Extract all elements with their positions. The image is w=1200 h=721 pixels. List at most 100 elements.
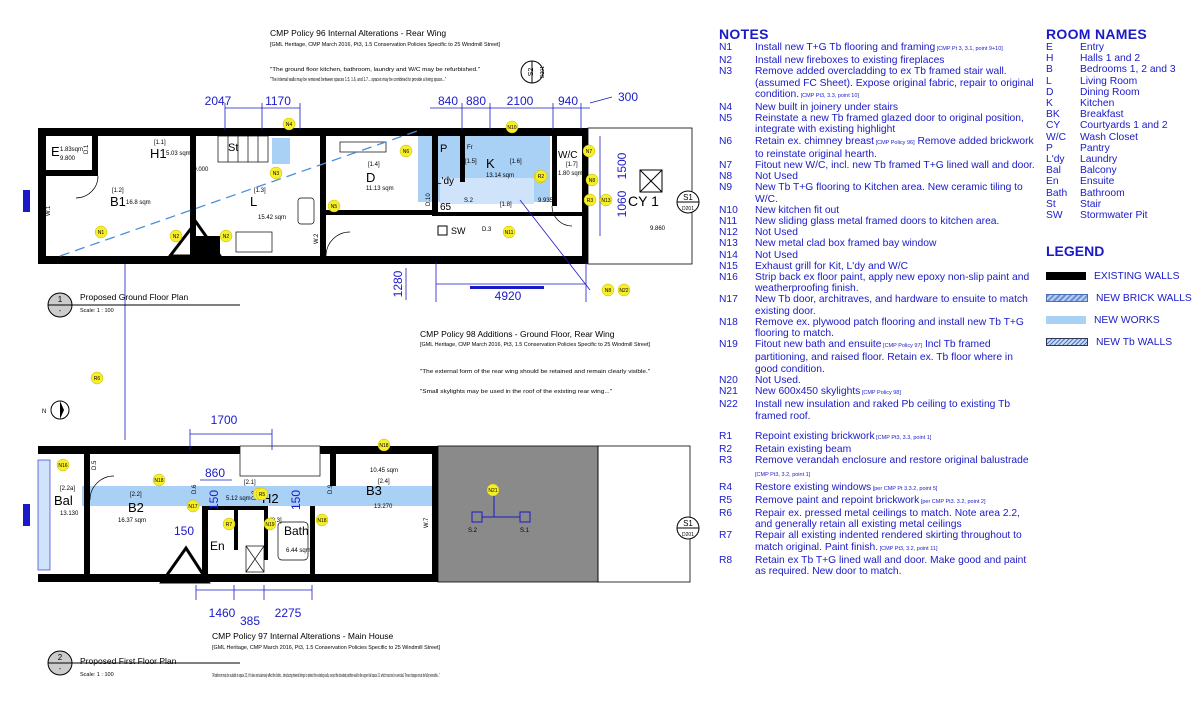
svg-text:Proposed Ground Floor Plan: Proposed Ground Floor Plan [80, 292, 188, 302]
note-code: R7 [719, 530, 733, 542]
note-code: N3 [719, 66, 733, 78]
room-number: [2.2] [130, 492, 142, 498]
note-text: New 600x450 skylights [CMP Policy 98] [755, 386, 901, 398]
svg-text:R7: R7 [226, 522, 233, 528]
note-code: R1 [719, 430, 733, 442]
note-text: Fitout new W/C, incl. new Tb framed T+G … [755, 160, 1035, 172]
svg-text:"The ground floor kitchen, bat: "The ground floor kitchen, bathroom, lau… [270, 67, 480, 73]
dimension-label: 300 [618, 90, 638, 104]
dimension-label: 150 [289, 490, 303, 510]
svg-text:N18: N18 [154, 478, 163, 484]
level-label: 10.000 [190, 167, 209, 173]
svg-text:[GML Heritage, CMP March 2016,: [GML Heritage, CMP March 2016, Pt3, 1.5 … [212, 645, 441, 651]
note-text: New metal clad box framed bay window [755, 238, 937, 250]
note-code: N10 [719, 204, 738, 216]
svg-text:"A bathroom may be suitable in: "A bathroom may be suitable in space 2.3… [212, 673, 440, 679]
skylight-label: S.1 [520, 528, 530, 534]
note-code: N18 [719, 316, 738, 328]
note-text: New Tb door, architraves, and hardware t… [755, 294, 1028, 317]
svg-text:N22: N22 [619, 288, 628, 294]
room-label-65: 65 [440, 202, 452, 213]
svg-text:-: - [59, 308, 62, 315]
wall-label: W.2 [314, 233, 320, 244]
room-code: D [1046, 86, 1054, 98]
note-tags: N4N10N6N3N5N1N2N2N11N9N7N8N13R2R3R6N16N1… [56, 117, 631, 531]
note-tag: N8 [601, 283, 615, 297]
svg-text:R2: R2 [538, 174, 545, 180]
note-tag: N21 [486, 483, 500, 497]
note-text: Retain ex. chimney breast [CMP Policy 96… [755, 135, 1034, 160]
svg-text:"The external form of the rear: "The external form of the rear wing shou… [420, 369, 650, 375]
legend-swatch [1046, 316, 1086, 324]
wall-label: D.6 [192, 484, 198, 494]
note-tag: N8 [585, 173, 599, 187]
room-label-h1: H1 [150, 146, 167, 161]
room-label-wc: W/C [558, 150, 577, 161]
wall-label: W.3 [385, 211, 396, 217]
room-label-l: L [250, 194, 257, 209]
north-arrow-icon: N [42, 400, 70, 420]
note-tag: R2 [534, 169, 548, 183]
policy-96-text: CMP Policy 96 Internal Alterations - Rea… [270, 28, 501, 83]
dimension-label: 4920 [495, 289, 522, 303]
note-code: R8 [719, 554, 733, 566]
room-code: En [1046, 176, 1059, 188]
note-text: Restore existing windows [per CMP Pt 3.3… [755, 481, 938, 493]
svg-text:[GML Heritage, CMP March 2016,: [GML Heritage, CMP March 2016, Pt3, 1.5 … [270, 42, 501, 48]
svg-text:N11: N11 [505, 230, 514, 236]
svg-text:D201: D201 [682, 206, 694, 212]
dimension-label: 1500 [615, 152, 629, 179]
room-label-b1: B1 [110, 194, 126, 209]
note-text: Repoint existing brickwork [CMP Pt3, 3.3… [755, 430, 932, 442]
dimension-label: 860 [205, 466, 225, 480]
note-text: Strip back ex floor paint, apply new epo… [755, 272, 1030, 295]
wall-label: D.9 [328, 484, 334, 494]
note-text: Install new T+G Tb flooring and framing … [755, 42, 1003, 53]
dimension-label: 880 [466, 94, 486, 108]
note-tag: N10 [505, 120, 519, 134]
note-text: Fitout new bath and ensuite [CMP Policy … [755, 339, 1013, 375]
note-text: Retain ex Tb T+G lined wall and door. Ma… [755, 554, 1027, 577]
note-code: R5 [719, 494, 733, 506]
svg-text:N13: N13 [601, 198, 610, 204]
note-tag: N7 [582, 144, 596, 158]
room-label-k: K [486, 156, 495, 171]
note-item: R1 Repoint existing brickwork [CMP Pt3, 3… [719, 431, 1037, 444]
wall-label: W.7 [424, 517, 430, 528]
room-number: [1.8] [500, 202, 512, 208]
note-tag: N22 [617, 283, 631, 297]
svg-text:CMP Policy 97 Internal Alterat: CMP Policy 97 Internal Alterations - Mai… [212, 631, 394, 641]
svg-text:1: 1 [58, 295, 63, 304]
note-code: N16 [719, 272, 738, 284]
room-name-item: En Ensuite [1046, 176, 1196, 187]
room-label-fr: Fr [467, 145, 473, 151]
room-number: [2.1] [244, 480, 256, 486]
room-area: 5.03 sqm [166, 151, 191, 157]
svg-text:N18: N18 [379, 443, 388, 449]
note-code: N22 [719, 399, 738, 411]
wall-label: D.10 [426, 193, 432, 206]
room-label-st: St [228, 142, 238, 154]
room-name: Stormwater Pit [1080, 210, 1148, 222]
dimension-label: 2100 [507, 94, 534, 108]
svg-text:Proposed First Floor Plan: Proposed First Floor Plan [80, 656, 177, 666]
room-code: SW [1046, 210, 1063, 222]
dimension-label: 1460 [209, 606, 236, 620]
svg-text:N8: N8 [589, 178, 596, 184]
note-tag: R7 [222, 517, 236, 531]
svg-text:CMP Policy 98 Additions - Grou: CMP Policy 98 Additions - Ground Floor, … [420, 329, 615, 339]
room-name: Ensuite [1080, 176, 1115, 188]
skylight-label: S.2 [468, 528, 478, 534]
room-name: Stair [1080, 198, 1102, 210]
note-text: Reinstate a new Tb framed glazed door to… [755, 113, 1024, 136]
